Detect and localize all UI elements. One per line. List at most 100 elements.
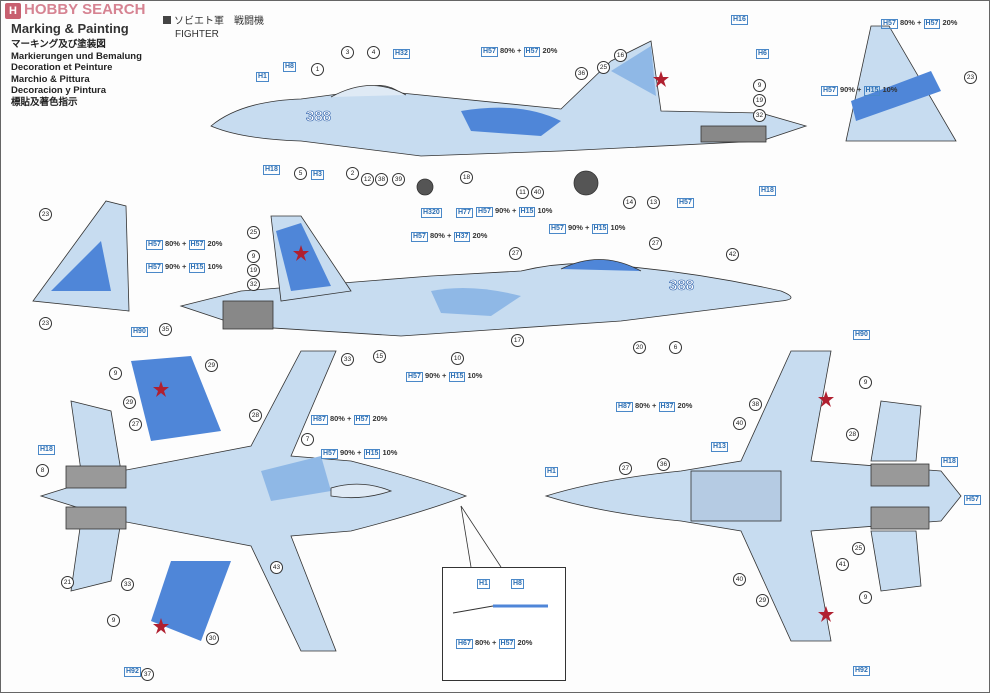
mix-label: H57 80% + H37 20% bbox=[411, 231, 488, 242]
aircraft-number-lower: 388 bbox=[669, 277, 695, 295]
color-code: H3 bbox=[311, 170, 324, 180]
mix-label: H87 80% + H57 20% bbox=[311, 414, 388, 425]
callout: 5 bbox=[294, 167, 307, 180]
color-code: H1 bbox=[477, 579, 490, 589]
callout: 12 bbox=[361, 173, 374, 186]
lang-de: Markierungen und Bemalung bbox=[11, 50, 142, 62]
color-code: H8 bbox=[511, 579, 524, 589]
callout: 9 bbox=[109, 367, 122, 380]
callout: 42 bbox=[726, 248, 739, 261]
callout: 39 bbox=[392, 173, 405, 186]
callout: 9 bbox=[859, 591, 872, 604]
color-code: H18 bbox=[941, 457, 958, 467]
callout: 35 bbox=[159, 323, 172, 336]
mix-label: H57 80% + H57 20% bbox=[881, 18, 958, 29]
color-code: H57 bbox=[964, 495, 981, 505]
color-code: H92 bbox=[124, 667, 141, 677]
callout: 29 bbox=[756, 594, 769, 607]
callout: 9 bbox=[753, 79, 766, 92]
callout: 9 bbox=[859, 376, 872, 389]
mix-label: H57 90% + H15 10% bbox=[406, 371, 483, 382]
detail-inset bbox=[442, 567, 566, 681]
callout: 36 bbox=[575, 67, 588, 80]
callout: 28 bbox=[249, 409, 262, 422]
callout: 4 bbox=[367, 46, 380, 59]
callout: 43 bbox=[270, 561, 283, 574]
color-code: H92 bbox=[853, 666, 870, 676]
callout: 27 bbox=[649, 237, 662, 250]
color-code: H90 bbox=[131, 327, 148, 337]
callout: 15 bbox=[373, 350, 386, 363]
color-code: H18 bbox=[38, 445, 55, 455]
callout: 37 bbox=[141, 668, 154, 681]
callout: 3 bbox=[341, 46, 354, 59]
callout: 13 bbox=[647, 196, 660, 209]
callout: 23 bbox=[39, 208, 52, 221]
side-view-upper bbox=[210, 40, 808, 196]
callout: 29 bbox=[123, 396, 136, 409]
callout: 16 bbox=[614, 49, 627, 62]
aircraft-number-upper: 388 bbox=[306, 108, 332, 126]
callout: 25 bbox=[852, 542, 865, 555]
color-code: H16 bbox=[731, 15, 748, 25]
callout: 27 bbox=[619, 462, 632, 475]
callout: 25 bbox=[597, 61, 610, 74]
callout: 40 bbox=[531, 186, 544, 199]
callout: 38 bbox=[375, 173, 388, 186]
callout: 41 bbox=[836, 558, 849, 571]
lang-fr: Decoration et Peinture bbox=[11, 62, 113, 73]
color-code: H1 bbox=[545, 467, 558, 477]
hobby-search-logo-icon: H bbox=[5, 3, 21, 19]
top-view bbox=[39, 350, 468, 652]
callout: 23 bbox=[39, 317, 52, 330]
callout: 28 bbox=[846, 428, 859, 441]
star-insignia-icons bbox=[153, 71, 834, 634]
callout: 32 bbox=[247, 278, 260, 291]
callout: 33 bbox=[341, 353, 354, 366]
unit-label: ソビエト軍 戦闘機 FIGHTER bbox=[163, 15, 264, 41]
callout: 36 bbox=[657, 458, 670, 471]
callout: 33 bbox=[121, 578, 134, 591]
callout: 19 bbox=[247, 264, 260, 277]
callout: 21 bbox=[61, 576, 74, 589]
mix-label: H57 90% + H15 10% bbox=[321, 448, 398, 459]
callout: 23 bbox=[964, 71, 977, 84]
callout: 27 bbox=[129, 418, 142, 431]
callout: 27 bbox=[509, 247, 522, 260]
callout: 6 bbox=[669, 341, 682, 354]
lang-es: Decoracion y Pintura bbox=[11, 85, 107, 96]
callout: 9 bbox=[107, 614, 120, 627]
callout: 7 bbox=[301, 433, 314, 446]
mix-label: H57 90% + H15 10% bbox=[549, 223, 626, 234]
mix-label: H57 80% + H57 20% bbox=[481, 46, 558, 57]
callout: 2 bbox=[346, 167, 359, 180]
color-code: H32 bbox=[393, 49, 410, 59]
color-code: H8 bbox=[283, 62, 296, 72]
callout: 10 bbox=[451, 352, 464, 365]
callout: 14 bbox=[623, 196, 636, 209]
pitot-detail bbox=[452, 604, 548, 614]
callout: 20 bbox=[633, 341, 646, 354]
mix-label: H87 80% + H37 20% bbox=[616, 401, 693, 412]
title-translations: マーキング及び塗装図 Markierungen und Bemalung Dec… bbox=[11, 39, 142, 108]
mix-label: H57 90% + H15 10% bbox=[476, 206, 553, 217]
callout: 8 bbox=[36, 464, 49, 477]
color-code: H90 bbox=[853, 330, 870, 340]
callout: 38 bbox=[749, 398, 762, 411]
callout: 19 bbox=[753, 94, 766, 107]
callout: 18 bbox=[460, 171, 473, 184]
bullet-square-icon bbox=[163, 16, 171, 24]
color-code: H6 bbox=[756, 49, 769, 59]
color-code: H18 bbox=[759, 186, 776, 196]
callout: 40 bbox=[733, 417, 746, 430]
lang-it: Marchio & Pittura bbox=[11, 73, 90, 85]
page-title: Marking & Painting bbox=[11, 21, 129, 36]
color-code: H77 bbox=[456, 208, 473, 218]
mix-label: H67 80% + H57 20% bbox=[456, 638, 533, 649]
callout: 32 bbox=[753, 109, 766, 122]
mix-label: H57 90% + H15 10% bbox=[821, 85, 898, 96]
color-code: H18 bbox=[263, 165, 280, 175]
